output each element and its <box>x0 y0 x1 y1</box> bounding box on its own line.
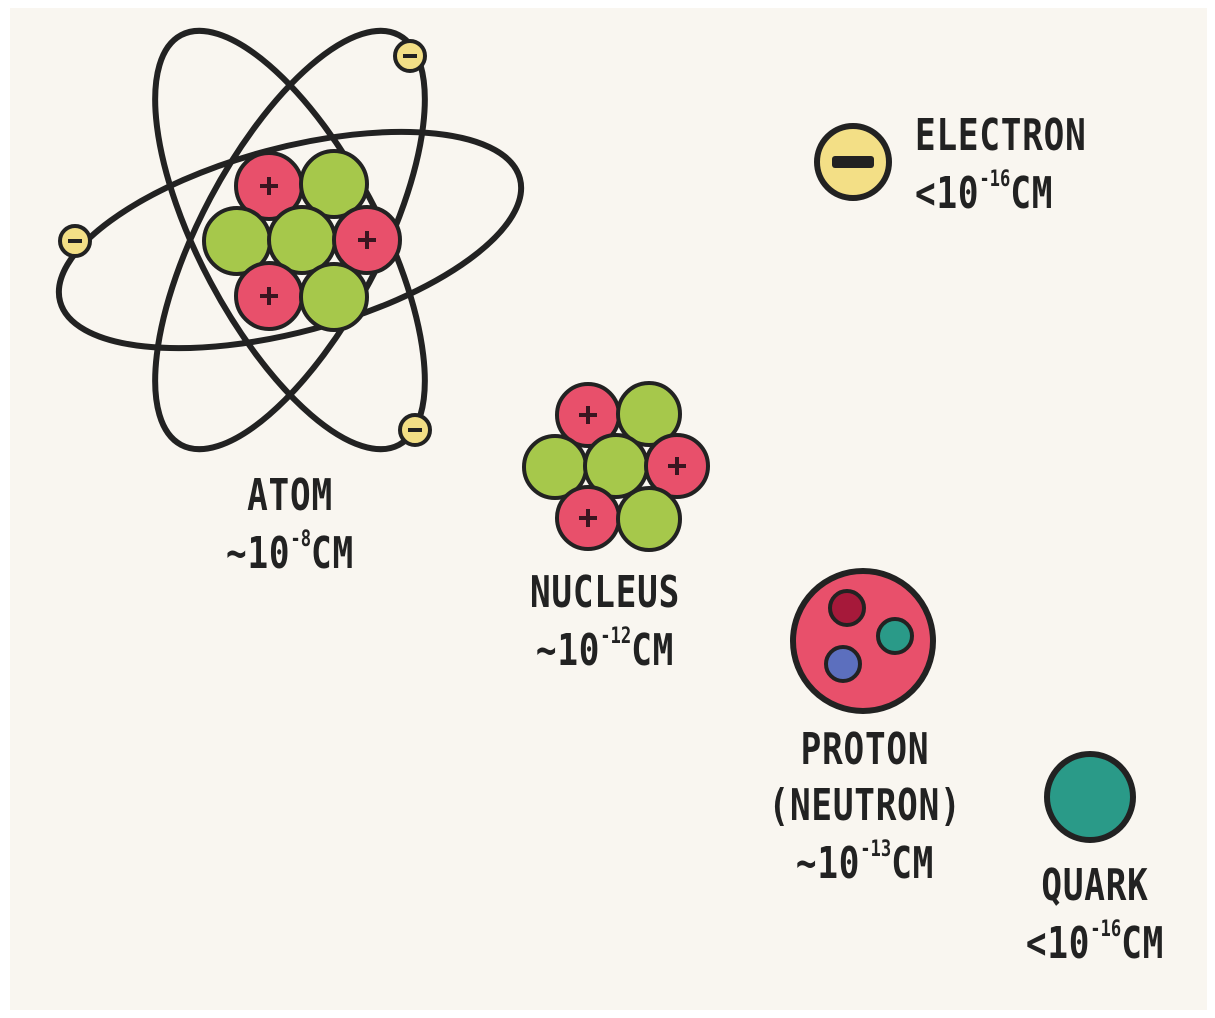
atom-electron <box>398 413 432 447</box>
nucleus-label: NUCLEUS ~10-12CM <box>508 565 703 681</box>
atom-electron <box>58 224 92 258</box>
quark-title: QUARK <box>1041 860 1149 911</box>
quark-teal <box>876 617 914 655</box>
atom-nucleus <box>202 149 402 332</box>
quark-red <box>828 589 866 627</box>
nucleus-icon <box>522 381 710 552</box>
atom-title: ATOM <box>247 470 333 521</box>
electron-size: <10-16CM <box>915 167 1054 219</box>
atom-size: ~10-8CM <box>226 527 354 579</box>
nucleus-size: ~10-12CM <box>535 624 675 676</box>
electron-label: ELECTRON <10-16CM <box>915 108 1118 224</box>
atom-icon <box>55 27 525 453</box>
proton-subtitle: (NEUTRON) <box>768 780 962 831</box>
nucleus-title: NUCLEUS <box>529 567 681 618</box>
quark-size: <10-16CM <box>1025 917 1165 969</box>
proton-title: PROTON <box>800 724 930 775</box>
quark-icon <box>1044 751 1136 843</box>
proton-label: PROTON (NEUTRON) ~10-13CM <box>764 722 967 894</box>
electron-icon <box>814 123 892 201</box>
proton-size: ~10-13CM <box>795 837 935 889</box>
electron-title: ELECTRON <box>915 110 1087 161</box>
atom-electron <box>393 39 427 73</box>
atom-label: ATOM ~10-8CM <box>220 468 360 584</box>
quark-blue <box>824 645 862 683</box>
proton-icon <box>790 568 936 714</box>
quark-label: QUARK <10-16CM <box>1013 858 1177 974</box>
